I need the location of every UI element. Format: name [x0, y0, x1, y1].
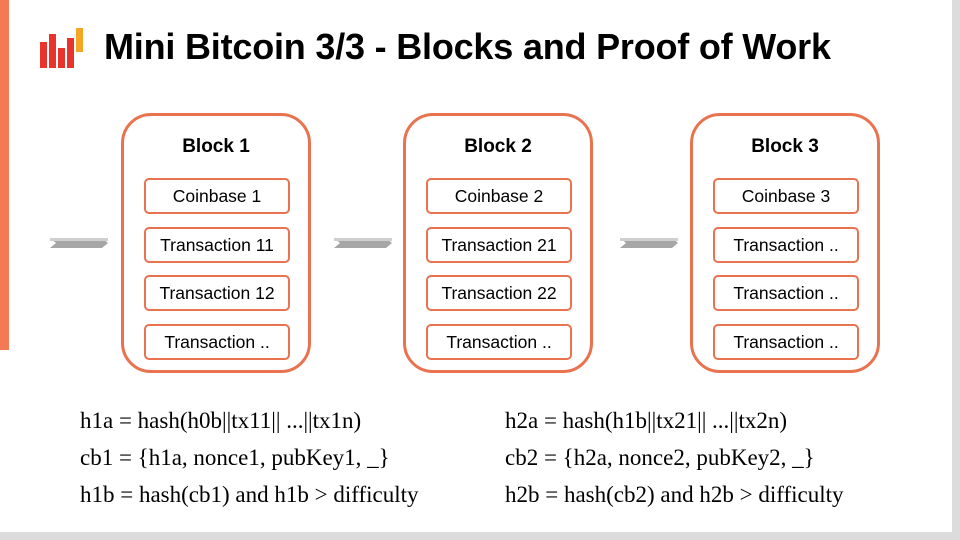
arrow-right-icon [620, 238, 678, 248]
formula-line: cb1 = {h1a, nonce1, pubKey1, _} [80, 445, 390, 470]
coinbase-item: Coinbase 3 [713, 178, 859, 214]
transaction-item: Transaction 22 [426, 275, 572, 311]
transaction-item: Transaction .. [713, 227, 859, 263]
accent-bar [0, 0, 9, 350]
coinbase-item: Coinbase 1 [144, 178, 290, 214]
transaction-item: Transaction .. [144, 324, 290, 360]
formula-line: h1a = hash(h0b||tx11|| ...||tx1n) [80, 408, 362, 433]
arrow-right-icon [50, 238, 108, 248]
formula-line: h2a = hash(h1b||tx21|| ...||tx2n) [505, 408, 788, 433]
slide: Mini Bitcoin 3/3 - Blocks and Proof of W… [0, 0, 952, 532]
arrow-right-icon [334, 238, 392, 248]
block-title: Block 3 [751, 136, 819, 157]
transaction-item: Transaction 12 [144, 275, 290, 311]
formula-line: h1b = hash(cb1) and h1b > difficulty [80, 482, 419, 507]
block-2: Block 2 Coinbase 2 Transaction 21 Transa… [403, 113, 593, 373]
page-title: Mini Bitcoin 3/3 - Blocks and Proof of W… [104, 26, 831, 67]
formula-line: cb2 = {h2a, nonce2, pubKey2, _} [505, 445, 815, 470]
transaction-item: Transaction .. [426, 324, 572, 360]
block-title: Block 2 [464, 136, 532, 157]
block-3: Block 3 Coinbase 3 Transaction .. Transa… [690, 113, 880, 373]
block-1: Block 1 Coinbase 1 Transaction 11 Transa… [121, 113, 311, 373]
coinbase-item: Coinbase 2 [426, 178, 572, 214]
block-title: Block 1 [182, 136, 250, 157]
transaction-item: Transaction .. [713, 275, 859, 311]
transaction-item: Transaction .. [713, 324, 859, 360]
chart-bars-logo-icon [40, 28, 83, 68]
formula-line: h2b = hash(cb2) and h2b > difficulty [505, 482, 844, 507]
formulas-left: h1a = hash(h0b||tx11|| ...||tx1n) cb1 = … [80, 402, 419, 513]
transaction-item: Transaction 11 [144, 227, 290, 263]
formulas-right: h2a = hash(h1b||tx21|| ...||tx2n) cb2 = … [505, 402, 844, 513]
transaction-item: Transaction 21 [426, 227, 572, 263]
